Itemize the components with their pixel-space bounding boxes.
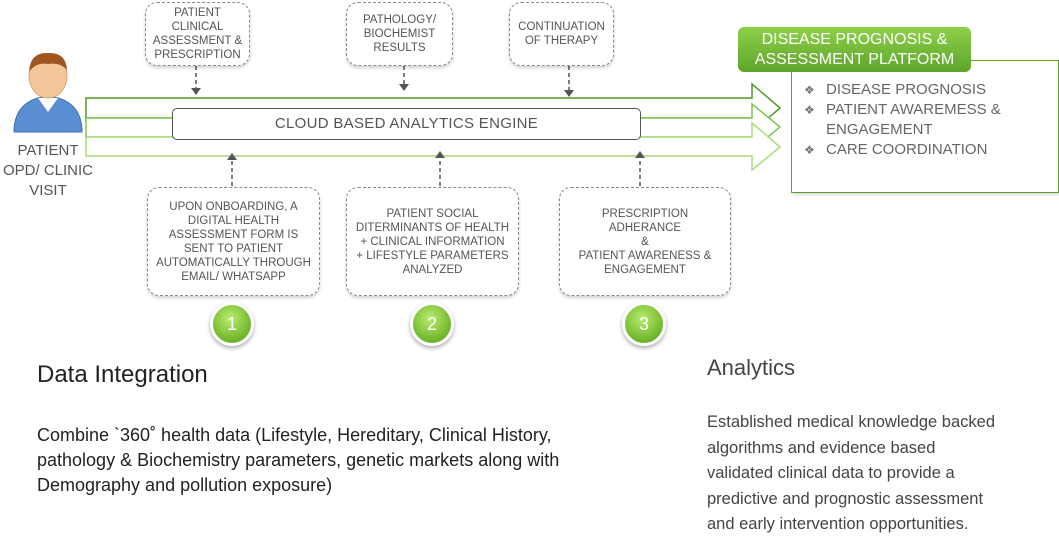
data-integration-heading: Data Integration xyxy=(37,361,208,388)
platform-feature-item: ❖PATIENT AWAREMESS & ENGAGEMENT xyxy=(804,101,1001,138)
platform-title: DISEASE PROGNOSIS & ASSESSMENT PLATFORM xyxy=(738,27,971,72)
arrowhead-bottom-2 xyxy=(435,151,445,158)
step-badge-3: 3 xyxy=(622,302,666,346)
diamond-bullet-icon: ❖ xyxy=(804,143,815,157)
arrowhead-bottom-1 xyxy=(227,153,237,160)
patient-avatar-icon xyxy=(13,52,83,133)
pathology-results-box: PATHOLOGY/ BIOCHEMIST RESULTS xyxy=(346,2,453,66)
step-badge-1: 1 xyxy=(210,302,254,346)
arrowhead-top-3 xyxy=(564,90,574,97)
platform-feature-list: ❖DISEASE PROGNOSIS ❖PATIENT AWAREMESS & … xyxy=(804,80,1054,160)
platform-feature-item: ❖CARE COORDINATION xyxy=(804,141,988,158)
arrowhead-bottom-3 xyxy=(635,151,645,158)
platform-feature-item: ❖DISEASE PROGNOSIS xyxy=(804,81,987,98)
arrowhead-top-1 xyxy=(191,88,201,95)
continuation-therapy-box: CONTINUATION OF THERAPY xyxy=(509,2,614,66)
patient-label: PATIENT OPD/ CLINIC VISIT xyxy=(2,142,93,199)
analytics-heading: Analytics xyxy=(707,355,796,380)
patient-assessment-box: PATIENT CLINICAL ASSESSMENT & PRESCRIPTI… xyxy=(145,2,250,66)
step-badge-2: 2 xyxy=(410,302,454,346)
analytics-engine-bar: CLOUD BASED ANALYTICS ENGINE xyxy=(172,108,641,140)
prescription-adherence-box: PRESCRIPTION ADHERANCE & PATIENT AWARENE… xyxy=(559,187,731,296)
data-integration-text: Combine `360˚ health data (Lifestyle, He… xyxy=(37,425,560,495)
onboarding-box: UPON ONBOARDING, A DIGITAL HEALTH ASSESS… xyxy=(147,187,320,296)
arrowhead-top-2 xyxy=(399,84,409,91)
diamond-bullet-icon: ❖ xyxy=(804,83,815,97)
flow-arrow-bottom xyxy=(85,121,782,172)
analytics-text: Established medical knowledge backed alg… xyxy=(707,413,996,533)
social-determinants-box: PATIENT SOCIAL DITERMINANTS OF HEALTH + … xyxy=(346,187,519,296)
diamond-bullet-icon: ❖ xyxy=(804,103,815,117)
